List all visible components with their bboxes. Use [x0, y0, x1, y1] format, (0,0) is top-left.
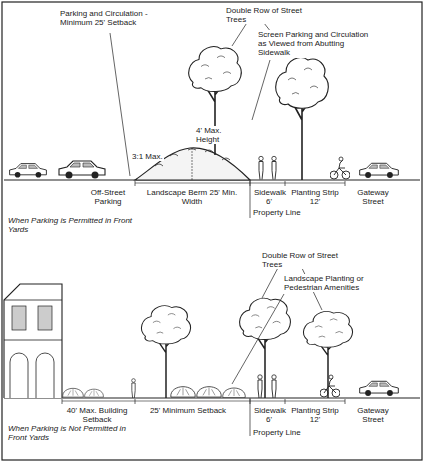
- dimension-label: Gateway Street: [348, 188, 398, 206]
- note: Double Row of Street Trees: [226, 6, 306, 24]
- note: Parking and Circulation - Minimum 25' Se…: [60, 9, 160, 27]
- height-label: 4' Max. Height: [196, 126, 232, 144]
- dimension-label: Planting Strip 12': [290, 406, 340, 424]
- note: Screen Parking and Circulation as Viewed…: [258, 30, 378, 58]
- section-title: When Parking is Permitted in Front Yards: [8, 216, 133, 234]
- dimension-label: Gateway Street: [348, 406, 398, 424]
- property-line-label: Property Line: [253, 208, 313, 217]
- dimension-label: Planting Strip 12': [290, 188, 340, 206]
- section-title: When Parking is Not Permitted in Front Y…: [8, 424, 138, 442]
- dimension-label: 25' Minimum Setback: [142, 406, 234, 415]
- dimension-label: 40' Max. Building Setback: [62, 406, 132, 424]
- property-line-label: Property Line: [253, 428, 313, 437]
- dimension-label: Landscape Berm 25' Min. Width: [146, 188, 238, 206]
- note: Landscape Planting or Pedestrian Ameniti…: [284, 274, 394, 292]
- dimension-label: Off-Street Parking: [84, 188, 132, 206]
- dimension-label: Sidewalk 6': [254, 406, 284, 424]
- dimension-label: Sidewalk 6': [254, 188, 284, 206]
- note: Double Row of Street Trees: [262, 251, 342, 269]
- slope-label: 3:1 Max.: [132, 152, 164, 161]
